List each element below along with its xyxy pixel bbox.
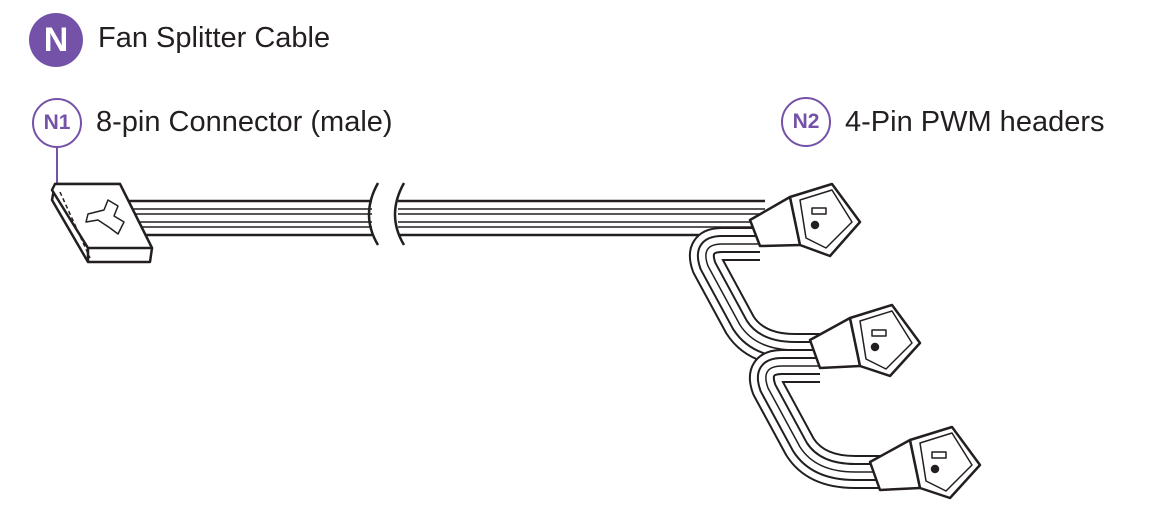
callout-badge-n1: N1 [32,98,82,148]
cable-branches [688,227,890,489]
callout-badge-n2: N2 [781,97,831,147]
fan-header-connector-1 [748,182,862,258]
fan-connectors [748,182,982,500]
connector-8pin [50,182,154,264]
cable-main [125,182,765,248]
section-title: Fan Splitter Cable [98,22,331,54]
section-badge: N [29,13,83,67]
callout-label-n1: 8-pin Connector (male) [96,106,393,138]
callout-label-n2: 4-Pin PWM headers [845,106,1105,138]
fan-header-connector-3 [868,425,982,500]
fan-header-connector-2 [808,303,922,378]
